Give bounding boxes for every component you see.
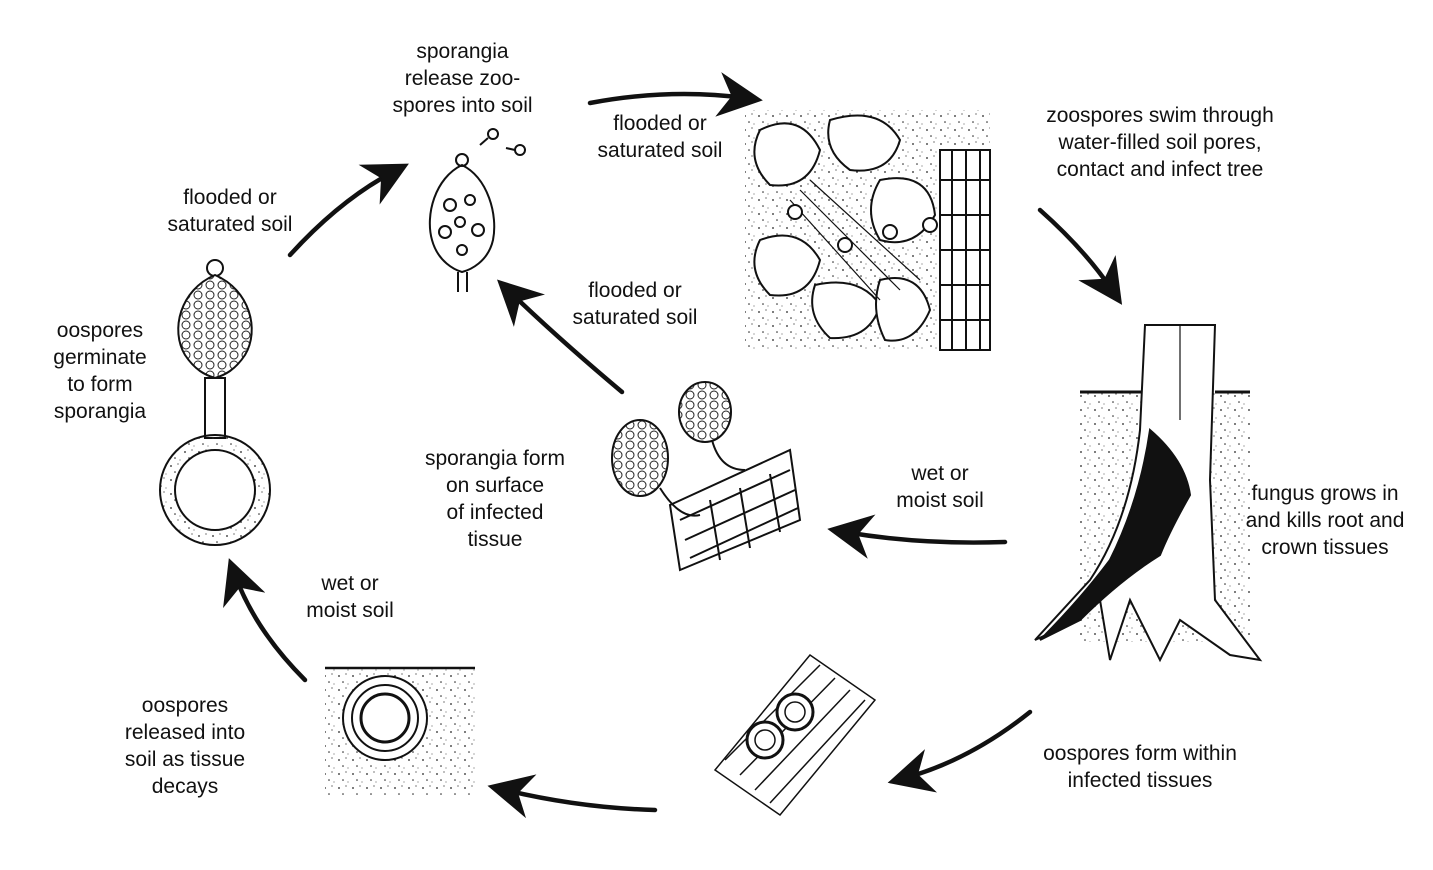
surface-sporangia-icon: [612, 382, 800, 570]
oospore-in-soil-icon: [325, 665, 475, 795]
infected-tissue-icon: [715, 655, 875, 815]
label-oospores-released: oospores released into soil as tissue de…: [95, 692, 275, 800]
label-fungus-grows: fungus grows in and kills root and crown…: [1225, 480, 1425, 561]
label-oospores-germinate: oospores germinate to form sporangia: [35, 317, 165, 425]
germinating-oospore-icon: [160, 260, 270, 545]
label-oospores-form: oospores form within infected tissues: [1010, 740, 1270, 794]
label-wet-left: wet or moist soil: [280, 570, 420, 624]
label-sporangia-form: sporangia form on surface of infected ti…: [405, 445, 585, 553]
label-flooded-center: flooded or saturated soil: [545, 277, 725, 331]
soil-pores-icon: [745, 110, 990, 350]
label-flooded-left: flooded or saturated soil: [140, 184, 320, 238]
label-flooded-top: flooded or saturated soil: [570, 110, 750, 164]
label-wet-right: wet or moist soil: [870, 460, 1010, 514]
arrow-to-soil-pores: [590, 94, 745, 103]
sporangium-icon: [430, 129, 525, 292]
arrow-to-surface-sporangia: [845, 532, 1005, 543]
label-zoospores-swim: zoospores swim through water-filled soil…: [1010, 102, 1310, 183]
arrow-to-soil-oospore: [505, 790, 655, 810]
arrow-to-tree: [1040, 210, 1112, 290]
label-sporangia-release: sporangia release zoo- spores into soil: [370, 38, 555, 119]
